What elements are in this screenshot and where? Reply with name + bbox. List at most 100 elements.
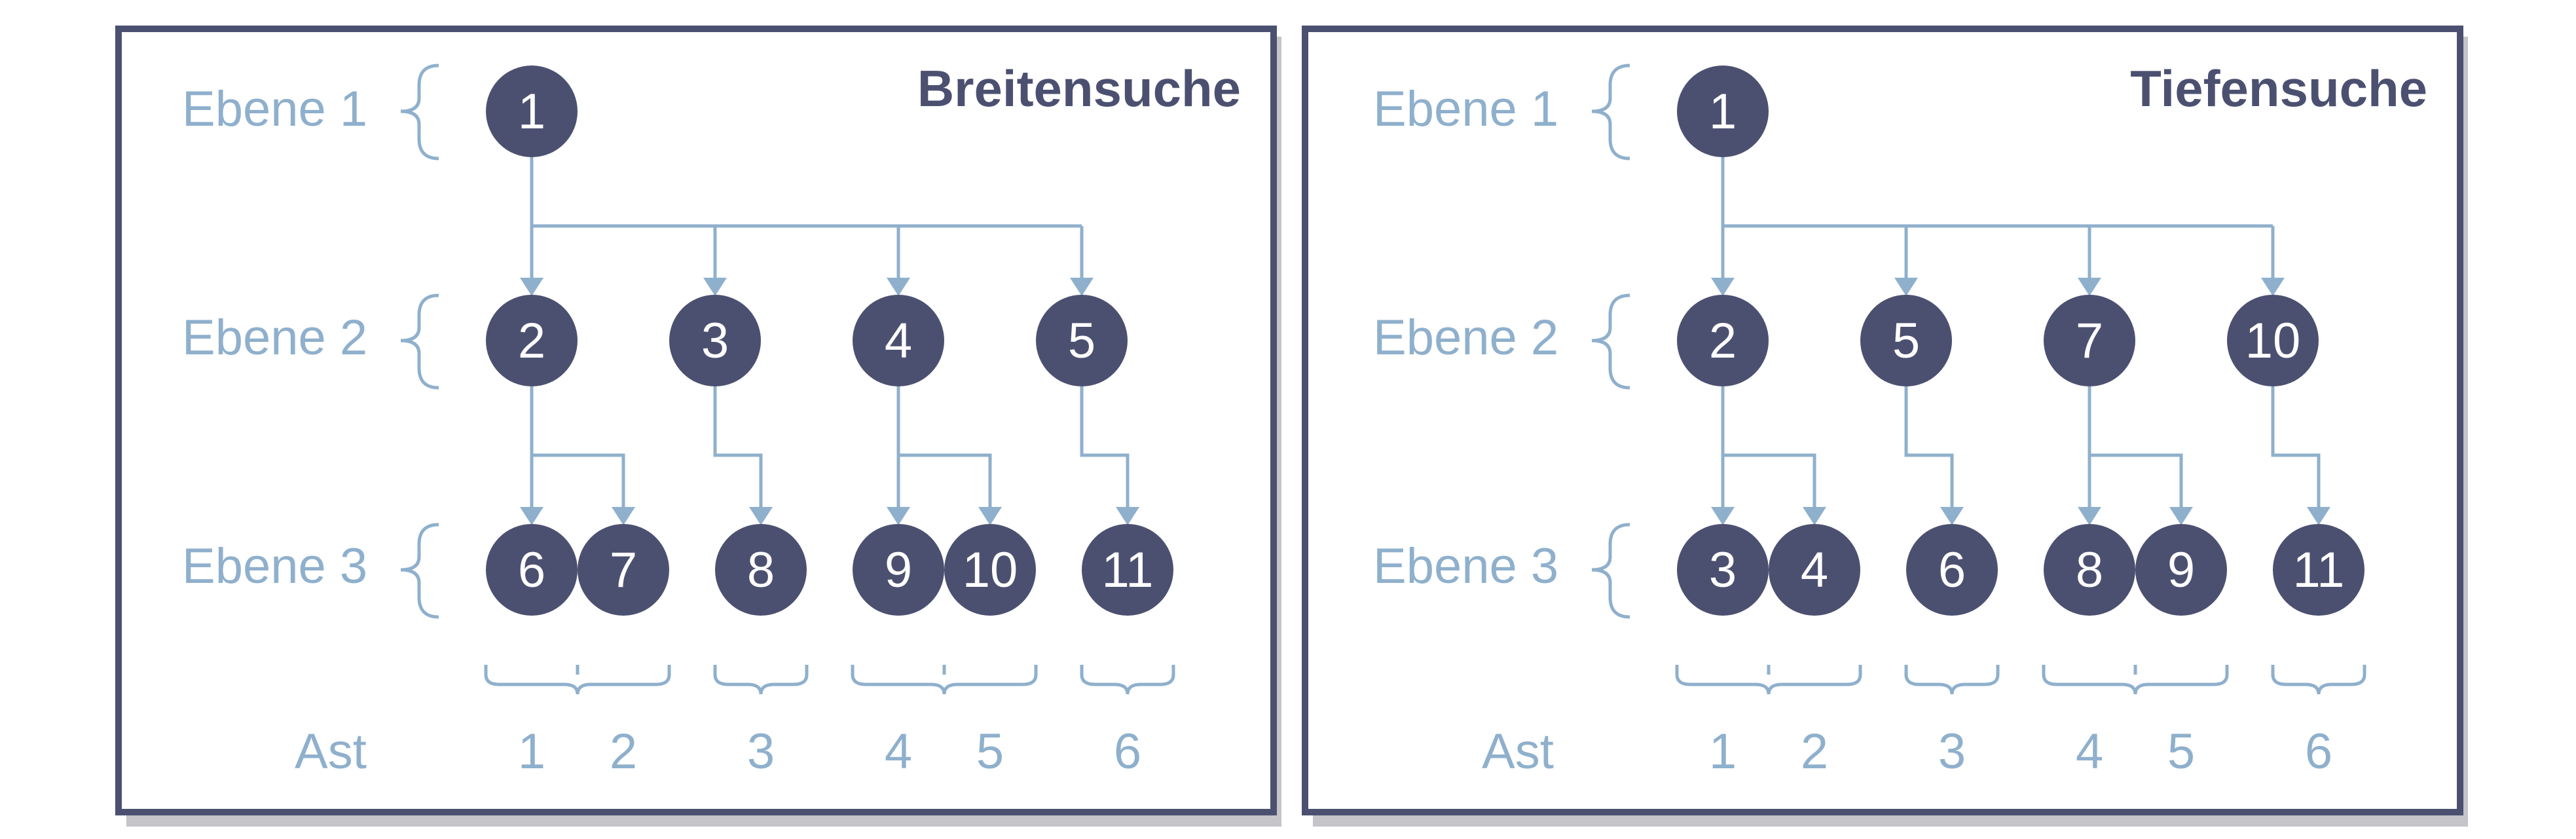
branch-brace-6 bbox=[1080, 665, 1175, 695]
arrow-head bbox=[520, 507, 543, 525]
node-label: 3 bbox=[701, 313, 729, 369]
level-label-2: Ebene 2 bbox=[182, 310, 367, 365]
node-label: 4 bbox=[885, 313, 912, 369]
node-circle bbox=[2044, 295, 2135, 386]
tree-node: 4 bbox=[1769, 524, 1860, 616]
node-label: 10 bbox=[2245, 313, 2301, 369]
node-label: 6 bbox=[518, 542, 545, 598]
node-circle bbox=[2273, 524, 2364, 616]
tree-node: 3 bbox=[1677, 524, 1769, 616]
node-circle bbox=[1769, 524, 1860, 616]
branch-brace-3 bbox=[1904, 665, 2000, 695]
branch-brace-4-5 bbox=[2042, 665, 2229, 695]
tree-node: 1 bbox=[486, 65, 578, 157]
level-label-3: Ebene 3 bbox=[182, 538, 367, 594]
tree-node: 11 bbox=[2273, 524, 2364, 616]
edge-2c-3 bbox=[896, 386, 992, 511]
level-brace-2 bbox=[1591, 293, 1630, 390]
arrow-head bbox=[1711, 507, 1735, 525]
node-circle bbox=[944, 524, 1036, 616]
node-circle bbox=[1677, 524, 1769, 616]
panel-frame bbox=[115, 26, 1277, 815]
edge-2d-3 bbox=[1080, 386, 1130, 511]
tree-node: 7 bbox=[2044, 295, 2135, 386]
node-label: 3 bbox=[1709, 542, 1737, 598]
arrow-head bbox=[612, 507, 635, 525]
arrow-head bbox=[1803, 507, 1826, 525]
node-label: 2 bbox=[1709, 313, 1737, 369]
level-label-3: Ebene 3 bbox=[1373, 538, 1558, 594]
branch-number: 3 bbox=[1938, 724, 1966, 779]
node-circle bbox=[486, 65, 578, 157]
edge-2d-3 bbox=[2271, 386, 2321, 511]
level-brace-2 bbox=[400, 293, 439, 390]
level-label-2: Ebene 2 bbox=[1373, 310, 1558, 365]
node-circle bbox=[1906, 524, 1998, 616]
panel-title: Tiefensuche bbox=[2130, 60, 2427, 117]
node-label: 7 bbox=[2076, 313, 2103, 369]
arrow-head bbox=[2307, 507, 2330, 525]
arrow-head bbox=[1116, 507, 1139, 525]
arrow-head bbox=[1894, 278, 1918, 296]
node-circle bbox=[853, 295, 944, 386]
tree-node: 10 bbox=[944, 524, 1036, 616]
node-label: 9 bbox=[2167, 542, 2195, 598]
tree-node: 6 bbox=[1906, 524, 1998, 616]
branch-number: 2 bbox=[610, 724, 637, 779]
arrow-head bbox=[978, 507, 1002, 525]
edge-2a-3 bbox=[530, 386, 625, 511]
node-circle bbox=[1860, 295, 1952, 386]
branch-number: 5 bbox=[976, 724, 1004, 779]
level-brace-1 bbox=[1591, 64, 1630, 160]
arrow-head bbox=[2169, 507, 2193, 525]
node-circle bbox=[853, 524, 944, 616]
node-label: 10 bbox=[963, 542, 1018, 598]
ast-label: Ast bbox=[1482, 724, 1554, 779]
branch-brace-4-5 bbox=[851, 665, 1038, 695]
arrow-head bbox=[749, 507, 773, 525]
tree-node: 8 bbox=[715, 524, 807, 616]
arrow-head bbox=[887, 278, 910, 296]
node-circle bbox=[1036, 295, 1128, 386]
tree-node: 11 bbox=[1082, 524, 1173, 616]
branch-number: 2 bbox=[1801, 724, 1828, 779]
node-label: 7 bbox=[610, 542, 637, 598]
tree-node: 3 bbox=[669, 295, 761, 386]
node-circle bbox=[669, 295, 761, 386]
arrow-head bbox=[2261, 278, 2285, 296]
arrow-head bbox=[703, 278, 727, 296]
node-circle bbox=[715, 524, 807, 616]
edge-2b-3 bbox=[1904, 386, 1954, 511]
level-brace-1 bbox=[400, 64, 439, 160]
tree-node: 8 bbox=[2044, 524, 2135, 616]
node-label: 9 bbox=[885, 542, 912, 598]
edge-2c-3 bbox=[2088, 386, 2183, 511]
arrow-head bbox=[2078, 507, 2101, 525]
branch-brace-3 bbox=[713, 665, 809, 695]
edge-2a-3 bbox=[1721, 386, 1816, 511]
panel-title: Breitensuche bbox=[917, 60, 1241, 117]
tree-node: 7 bbox=[578, 524, 669, 616]
node-label: 5 bbox=[1892, 313, 1920, 369]
node-label: 1 bbox=[1709, 84, 1737, 140]
branch-number: 4 bbox=[885, 724, 912, 779]
node-label: 8 bbox=[747, 542, 775, 598]
node-label: 1 bbox=[518, 84, 545, 140]
tree-node: 9 bbox=[853, 524, 944, 616]
node-circle bbox=[2135, 524, 2227, 616]
node-label: 11 bbox=[1102, 542, 1154, 598]
arrow-head bbox=[1940, 507, 1964, 525]
level-label-1: Ebene 1 bbox=[182, 81, 367, 137]
branch-number: 1 bbox=[1709, 724, 1737, 779]
branch-number: 1 bbox=[518, 724, 545, 779]
branch-number: 3 bbox=[747, 724, 775, 779]
breitensuche-diagram: Breitensuche Ebene 1 Ebene 2 Ebene 3 bbox=[115, 26, 1281, 827]
ast-label: Ast bbox=[295, 724, 367, 779]
node-circle bbox=[578, 524, 669, 616]
arrow-head bbox=[887, 507, 910, 525]
level-label-1: Ebene 1 bbox=[1373, 81, 1558, 137]
branch-brace-1-2 bbox=[484, 665, 671, 695]
arrow-head bbox=[520, 278, 543, 296]
level-brace-3 bbox=[1591, 523, 1630, 619]
tree-node: 9 bbox=[2135, 524, 2227, 616]
